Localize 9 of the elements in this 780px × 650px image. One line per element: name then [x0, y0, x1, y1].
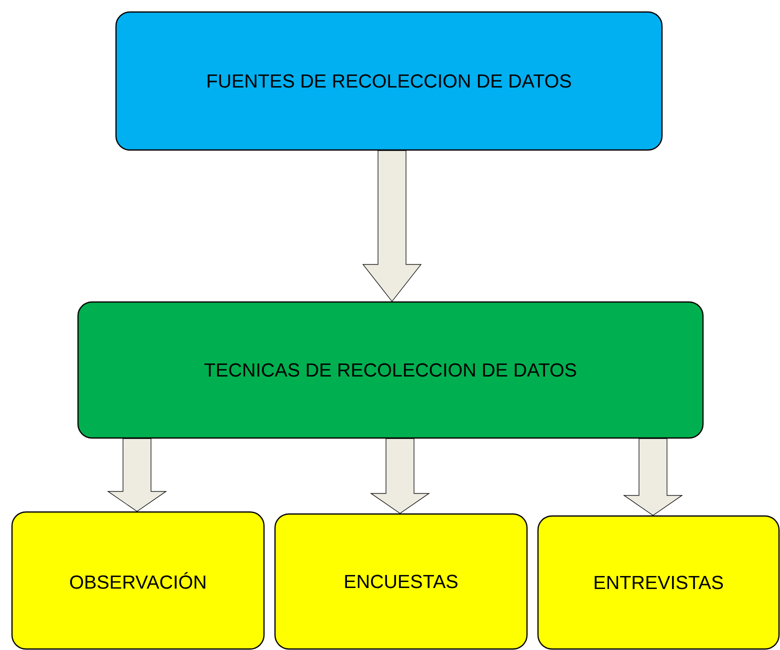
process-box: FUENTES DE RECOLECCION DE DATOS — [115, 11, 663, 151]
process-box: ENTREVISTAS — [537, 515, 780, 650]
process-box: OBSERVACIÓN — [11, 511, 265, 650]
process-box: TECNICAS DE RECOLECCION DE DATOS — [77, 301, 704, 439]
block-arrow — [370, 438, 430, 514]
process-box: ENCUESTAS — [274, 513, 528, 650]
block-arrow — [362, 150, 422, 302]
block-arrow — [623, 438, 683, 516]
block-arrow — [107, 438, 167, 512]
